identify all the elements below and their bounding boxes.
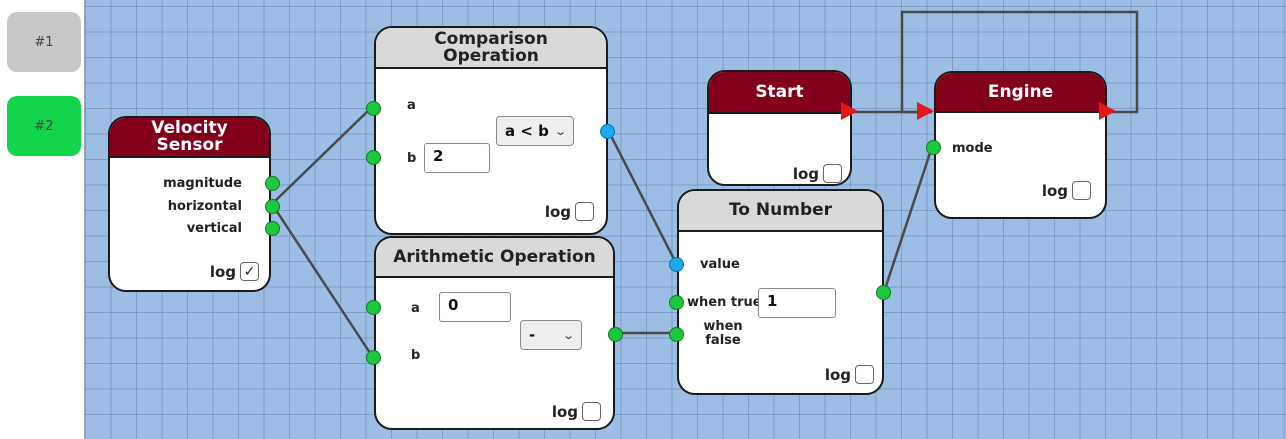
log-toggle[interactable]: log ✓ xyxy=(210,262,259,281)
check-icon: ✓ xyxy=(243,263,256,280)
log-label: log xyxy=(209,262,236,281)
to-number-node[interactable]: To Number value when true 1 when false l… xyxy=(669,189,891,395)
flow-out-arrow-start[interactable] xyxy=(841,102,858,120)
output-port-result[interactable] xyxy=(608,327,623,342)
log-toggle[interactable]: log xyxy=(825,365,874,384)
node-header: Start xyxy=(709,72,850,114)
tab-2[interactable]: #2 xyxy=(7,96,81,156)
wire-tonumber-out-to-mode xyxy=(882,146,934,293)
node-title: Velocity Sensor xyxy=(151,118,228,155)
input-label-b: b xyxy=(411,348,421,363)
output-port-number[interactable] xyxy=(876,285,891,300)
graph-tab-bar: #1 #2 xyxy=(0,0,85,439)
input-label-mode: mode xyxy=(952,141,993,156)
chevron-down-icon: ⌄ xyxy=(553,124,567,138)
wires-layer xyxy=(270,10,1139,357)
input-port-a[interactable] xyxy=(366,300,381,315)
input-port-b[interactable] xyxy=(366,350,381,365)
operator-value: - xyxy=(529,326,536,344)
input-label-b: b xyxy=(407,151,417,166)
node-title: Comparison Operation xyxy=(434,28,548,66)
node-title: Engine xyxy=(987,81,1054,102)
operator-select[interactable]: a < b ⌄ xyxy=(496,116,574,146)
log-label: log xyxy=(792,164,819,183)
output-label-magnitude: magnitude xyxy=(163,176,242,191)
input-port-a[interactable] xyxy=(366,101,381,116)
input-label-when-true: when true xyxy=(687,295,762,310)
log-toggle[interactable]: log xyxy=(793,164,842,183)
velocity-sensor-node[interactable]: Velocity Sensor magnitude horizontal ver… xyxy=(108,116,280,292)
a-value-input[interactable]: 0 xyxy=(439,292,511,322)
log-toggle[interactable]: log xyxy=(552,402,601,421)
when-true-value-input[interactable]: 1 xyxy=(758,288,836,318)
node-header: Comparison Operation xyxy=(376,28,606,69)
flow-wire-loop xyxy=(900,10,1139,114)
input-label-value: value xyxy=(700,257,740,272)
node-header: Arithmetic Operation xyxy=(376,238,613,278)
log-checkbox[interactable] xyxy=(855,365,874,384)
log-checkbox[interactable] xyxy=(823,164,842,183)
output-label-horizontal: horizontal xyxy=(167,199,242,214)
output-port-magnitude[interactable] xyxy=(265,176,280,191)
input-port-b[interactable] xyxy=(366,150,381,165)
node-graph-canvas[interactable]: Velocity Sensor magnitude horizontal ver… xyxy=(85,0,1286,439)
wire-horizontal-to-arith-b xyxy=(270,203,374,357)
operator-select[interactable]: - ⌄ xyxy=(520,320,582,350)
log-checkbox[interactable] xyxy=(1072,181,1091,200)
output-port-horizontal[interactable] xyxy=(265,199,280,214)
input-port-mode[interactable] xyxy=(926,140,941,155)
log-label: log xyxy=(551,402,578,421)
input-port-when-true[interactable] xyxy=(669,295,684,310)
output-port-result[interactable] xyxy=(600,124,615,139)
wire-horizontal-to-compare-a xyxy=(271,106,373,205)
node-title: Start xyxy=(755,81,804,102)
chevron-down-icon: ⌄ xyxy=(561,328,575,342)
wire-compare-out-to-value xyxy=(606,129,678,264)
input-label-a: a xyxy=(411,301,420,316)
log-label: log xyxy=(824,365,851,384)
log-checkbox[interactable] xyxy=(575,202,594,221)
tab-1[interactable]: #1 xyxy=(7,12,81,72)
node-header: To Number xyxy=(679,191,882,232)
log-label: log xyxy=(1041,181,1068,200)
input-label-a: a xyxy=(407,98,416,113)
flow-out-arrow-engine[interactable] xyxy=(1099,102,1116,120)
log-toggle[interactable]: log xyxy=(1042,181,1091,200)
log-checkbox[interactable] xyxy=(582,402,601,421)
input-port-when-false[interactable] xyxy=(669,327,684,342)
b-value-input[interactable]: 2 xyxy=(424,143,490,173)
node-header: Engine xyxy=(936,73,1105,113)
node-title: Arithmetic Operation xyxy=(393,246,596,267)
output-label-vertical: vertical xyxy=(186,221,242,236)
operator-value: a < b xyxy=(505,122,549,140)
start-node[interactable]: Start log xyxy=(707,70,852,186)
log-checkbox[interactable]: ✓ xyxy=(240,262,259,281)
output-port-vertical[interactable] xyxy=(265,221,280,236)
input-port-value[interactable] xyxy=(669,257,684,272)
node-header: Velocity Sensor xyxy=(110,118,269,158)
flow-in-arrow-engine[interactable] xyxy=(917,102,934,120)
log-toggle[interactable]: log xyxy=(545,202,594,221)
comparison-operation-node[interactable]: Comparison Operation a b 2 a < b ⌄ log xyxy=(366,26,615,235)
input-label-when-false: when false xyxy=(703,319,743,348)
node-title: To Number xyxy=(728,200,833,220)
log-label: log xyxy=(544,202,571,221)
engine-node[interactable]: Engine mode log xyxy=(926,71,1107,219)
arithmetic-operation-node[interactable]: Arithmetic Operation a b 0 - ⌄ log xyxy=(366,236,623,430)
